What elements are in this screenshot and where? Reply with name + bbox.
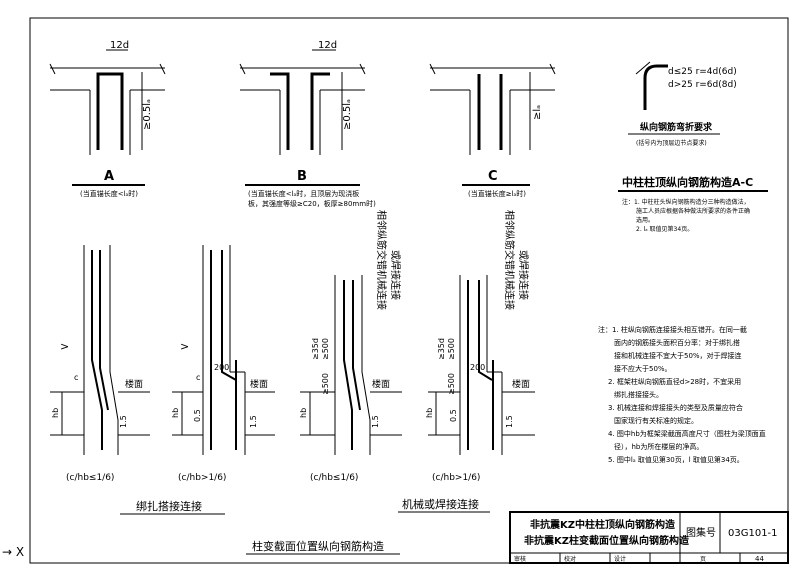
note-c: (当直锚长度≥lₐ时) <box>468 189 526 198</box>
floor-1: 楼面 <box>125 378 143 390</box>
hb-2: hb <box>171 408 180 418</box>
hb-3: hb <box>299 408 308 418</box>
svg-text:3. 机械连接和焊接接头的类型及质量应符合: 3. 机械连接和焊接接头的类型及质量应符合 <box>608 403 743 412</box>
label-a: A <box>104 169 114 184</box>
label-c: C <box>488 169 498 184</box>
svg-text:接和机械连接不宜大于50%，对于焊接连: 接和机械连接不宜大于50%，对于焊接连 <box>614 351 742 360</box>
svg-text:径），hb为所在楼层的净高。: 径），hb为所在楼层的净高。 <box>614 442 703 451</box>
title-block: 非抗震KZ中柱柱顶纵向钢筋构造 非抗震KZ柱变截面位置纵向钢筋构造 图集号 03… <box>509 511 789 564</box>
slope-1: 1.5 <box>119 415 128 428</box>
ratio-3: (c/hb≤1/6) <box>310 473 358 483</box>
sheet-label: 图集号 <box>686 526 716 539</box>
floor-3: 楼面 <box>372 378 390 390</box>
section-title: 中柱柱顶纵向钢筋构造A-C <box>622 175 753 189</box>
vertical-note-3: 相邻纵筋交错机械连接 <box>375 210 388 310</box>
detail-a: 12d ≥0.5lₐ A (当直锚长度<lₐ时) <box>49 40 166 198</box>
floor-4: 楼面 <box>512 378 530 390</box>
caption-main: 柱变截面位置纵向钢筋构造 <box>252 539 384 553</box>
sheet-border <box>29 17 789 564</box>
dim-500-3a: ≥500 <box>321 338 330 360</box>
lap-mark-1: > <box>60 340 69 353</box>
label-b: B <box>297 169 307 184</box>
bend-detail: d≤25 r=4d(6d) d>25 r=6d(8d) 纵向钢筋弯折要求 (括号… <box>628 61 737 147</box>
slope-2b: 1.5 <box>249 415 258 428</box>
title-1: 非抗震KZ中柱柱顶纵向钢筋构造 <box>530 518 676 531</box>
dim-side-c: ≥lₐ <box>532 105 543 120</box>
svg-text:2. 框架柱纵向钢筋直径d>28时，不宜采用: 2. 框架柱纵向钢筋直径d>28时，不宜采用 <box>608 377 741 386</box>
svg-text:校对: 校对 <box>564 555 576 563</box>
svg-text:绑扎搭接接头。: 绑扎搭接接头。 <box>614 390 663 399</box>
svg-text:审核: 审核 <box>514 555 526 563</box>
bottom-detail-4: hb ≥35d ≥500 ≥500 200 楼面 相邻纵筋交错机械连接 或焊接连… <box>425 210 535 483</box>
slope-4a: 0.5 <box>449 409 458 422</box>
slope-3: 1.5 <box>371 415 380 428</box>
hb-4: hb <box>425 408 434 418</box>
vertical-note-3b: 或焊接连接 <box>389 250 402 300</box>
hb-1: hb <box>51 408 60 418</box>
svg-text:面内的钢筋接头面积百分率：对于绑扎搭: 面内的钢筋接头面积百分率：对于绑扎搭 <box>614 338 740 347</box>
detail-b: 12d ≥0.5lₐ B (当直锚长度<lₐ时，且顶层为现浇板 板，其强度等级≥… <box>239 40 376 208</box>
cursor-marker: → X <box>2 545 24 559</box>
note-b-1: (当直锚长度<lₐ时，且顶层为现浇板 <box>248 189 359 198</box>
dim-35d-4: ≥35d <box>437 338 446 360</box>
lap-mark-2: > <box>180 340 189 353</box>
c-2: c <box>196 373 200 382</box>
slope-2a: 0.5 <box>193 409 202 422</box>
svg-text:注：1. 中柱柱头纵向钢筋构造分三种构造做法，: 注：1. 中柱柱头纵向钢筋构造分三种构造做法， <box>622 198 750 206</box>
detail-c: ≥lₐ C (当直锚长度≥lₐ时) <box>429 63 556 198</box>
bend-rule-1: d≤25 r=4d(6d) <box>668 67 737 77</box>
bend-sub: (括号内为顶层边节点要求) <box>636 139 707 147</box>
dim-500-4a: ≥500 <box>447 338 456 360</box>
side-notes: 注：1. 中柱柱头纵向钢筋构造分三种构造做法， 施工人员应根据各种做法所要求的条… <box>622 198 750 233</box>
svg-text:接不应大于50%。: 接不应大于50%。 <box>614 364 672 373</box>
dim-500-3b: ≥500 <box>321 373 330 395</box>
dim-12d-a: 12d <box>110 40 129 51</box>
svg-text:设计: 设计 <box>614 555 626 563</box>
ratio-1: (c/hb≤1/6) <box>66 473 114 483</box>
bottom-detail-1: hb c 楼面 > 1.5 (c/hb≤1/6) <box>50 245 150 483</box>
svg-text:5. 图中lₐ 取值见第30页，l 取值见第34页。: 5. 图中lₐ 取值见第30页，l 取值见第34页。 <box>608 455 744 464</box>
caption-left: 绑扎搭接连接 <box>136 499 202 513</box>
note-a: (当直锚长度<lₐ时) <box>80 189 138 198</box>
bottom-detail-2: hb c 200 楼面 > 0.5 1.5 (c/hb>1/6) <box>171 245 275 483</box>
svg-text:施工人员应根据各种做法所要求的条件正确: 施工人员应根据各种做法所要求的条件正确 <box>636 207 750 215</box>
vertical-note-4b: 或焊接连接 <box>517 250 530 300</box>
dim-side-a: ≥0.5lₐ <box>142 99 153 130</box>
bend-rule-2: d>25 r=6d(8d) <box>668 80 737 90</box>
svg-text:选用。: 选用。 <box>636 216 654 224</box>
svg-text:国家现行有关标准的规定。: 国家现行有关标准的规定。 <box>614 416 698 425</box>
dim-500-4b: ≥500 <box>447 373 456 395</box>
dim-35d-3: ≥35d <box>311 338 320 360</box>
notes-block: 注：1. 柱纵向钢筋连接接头相互错开。在同一截 面内的钢筋接头面积百分率：对于绑… <box>598 325 766 464</box>
svg-text:注：1. 柱纵向钢筋连接接头相互错开。在同一截: 注：1. 柱纵向钢筋连接接头相互错开。在同一截 <box>598 325 747 334</box>
bend-caption: 纵向钢筋弯折要求 <box>640 121 713 133</box>
slope-4b: 1.5 <box>505 415 514 428</box>
dim-12d-b: 12d <box>318 40 337 51</box>
page-number: 44 <box>755 555 764 563</box>
vertical-note-4: 相邻纵筋交错机械连接 <box>503 210 516 310</box>
dim-side-b: ≥0.5lₐ <box>342 99 353 130</box>
ratio-4: (c/hb>1/6) <box>432 473 480 483</box>
sheet-no: 03G101-1 <box>728 528 778 539</box>
floor-2: 楼面 <box>250 378 268 390</box>
svg-text:4. 图中hb为框架梁截面高度尺寸（图柱为梁顶面直: 4. 图中hb为框架梁截面高度尺寸（图柱为梁顶面直 <box>608 429 766 438</box>
ratio-2: (c/hb>1/6) <box>178 473 226 483</box>
svg-text:2. lₐ 取值见第34页。: 2. lₐ 取值见第34页。 <box>636 225 693 233</box>
bottom-detail-3: hb ≥35d ≥500 ≥500 楼面 相邻纵筋交错机械连接 或焊接连接 1.… <box>299 210 402 483</box>
note-b-2: 板，其强度等级≥C20，板厚≥80mm时) <box>248 199 376 208</box>
page-label: 页 <box>700 556 706 563</box>
c-1: c <box>74 373 78 382</box>
len-200-a: 200 <box>214 363 229 372</box>
title-2: 非抗震KZ柱变截面位置纵向钢筋构造 <box>524 534 690 547</box>
caption-right: 机械或焊接连接 <box>402 497 479 511</box>
len-200-b: 200 <box>470 363 485 372</box>
